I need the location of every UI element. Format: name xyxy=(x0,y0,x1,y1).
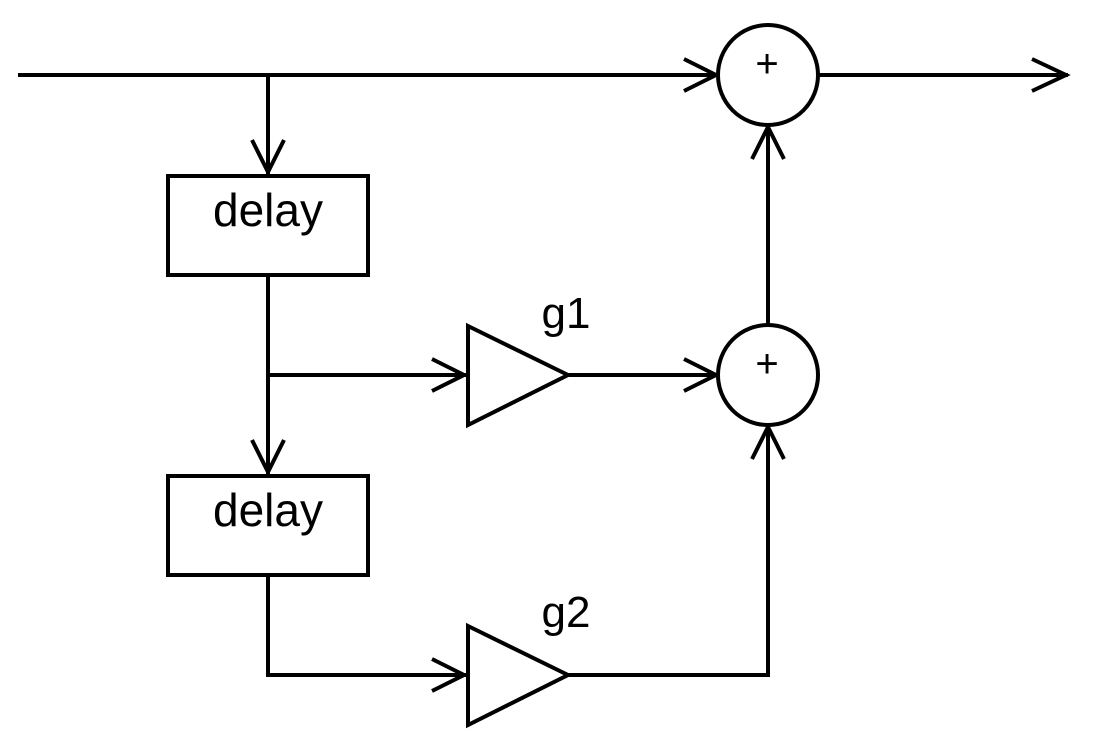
plus-icon: + xyxy=(755,342,778,386)
arrow-head-icon xyxy=(250,439,286,477)
output-arrow-head-icon xyxy=(1031,57,1071,93)
delay-box xyxy=(166,174,370,277)
delay-label: delay xyxy=(213,484,323,536)
gain-label: g1 xyxy=(542,289,591,338)
gain-triangle-icon xyxy=(466,622,573,729)
summer-circle xyxy=(716,323,820,427)
plus-icon: + xyxy=(755,42,778,86)
summer-middle: + xyxy=(716,323,820,427)
summer-output: + xyxy=(716,23,820,127)
gain-label: g2 xyxy=(542,588,591,637)
arrow-head-icon xyxy=(250,139,286,177)
delay-block-2: delay xyxy=(166,474,370,577)
arrow-head-icon xyxy=(431,657,469,693)
gain-triangle-icon xyxy=(466,322,573,429)
delay-label: delay xyxy=(213,184,323,236)
gain-block-2: g2 xyxy=(466,588,591,729)
delay-block-1: delay xyxy=(166,174,370,277)
gain-block-1: g1 xyxy=(466,289,591,429)
arrow-head-icon xyxy=(431,357,469,393)
summer-circle xyxy=(716,23,820,127)
delay-box xyxy=(166,474,370,577)
wire-delay2-to-gain2 xyxy=(266,576,466,677)
wire-gain2-to-sum-mid xyxy=(568,425,770,677)
